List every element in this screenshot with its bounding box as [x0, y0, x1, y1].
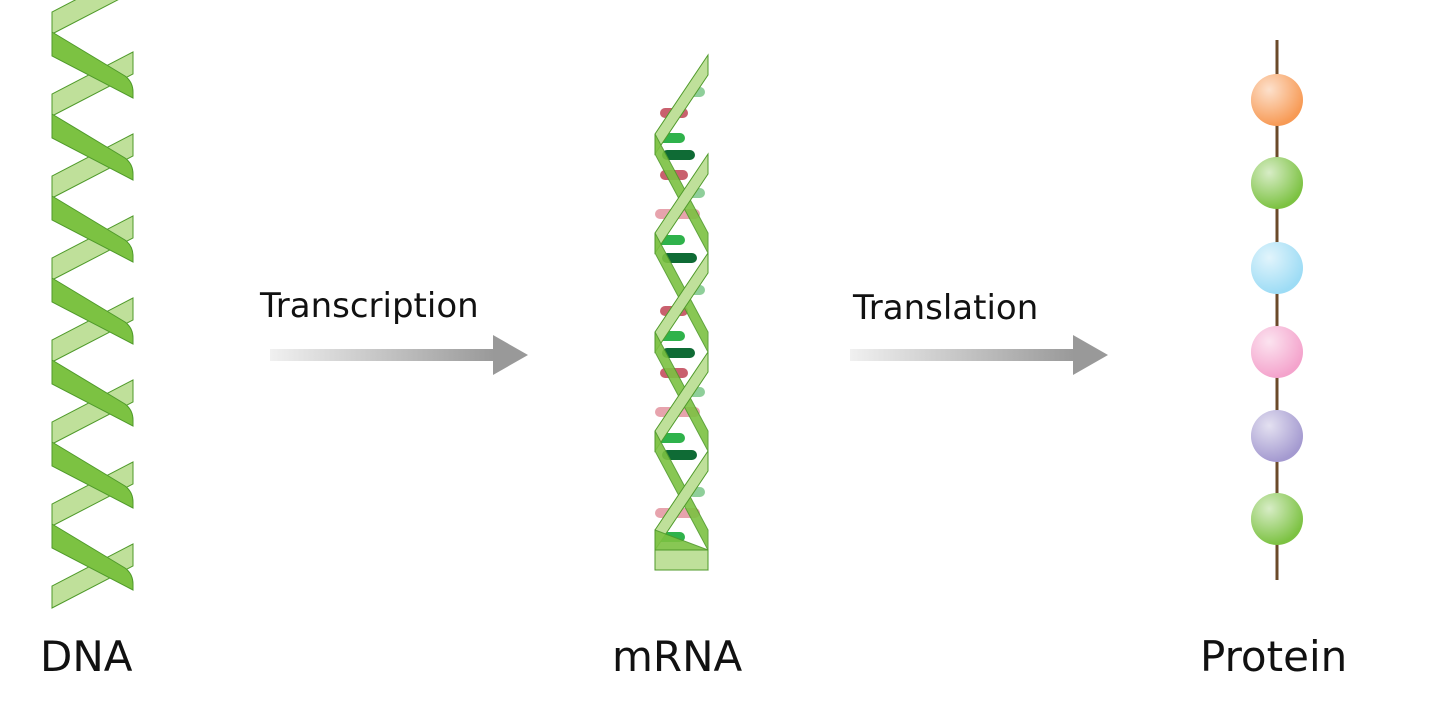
- mrna-base: [662, 253, 697, 263]
- dna-front-strand: [51, 31, 134, 99]
- bead-highlight: [1251, 157, 1303, 209]
- dna-back-strand: [51, 543, 134, 609]
- mrna-base: [662, 450, 697, 460]
- bead-highlight: [1251, 493, 1303, 545]
- bead-highlight: [1251, 410, 1303, 462]
- bead-highlight: [1251, 326, 1303, 378]
- bead-highlight: [1251, 242, 1303, 294]
- transcription-label: Transcription: [260, 286, 479, 326]
- dna-double-helix: [51, 0, 134, 609]
- amino-acid-beads: [1251, 74, 1303, 545]
- dna-front-strand: [51, 195, 134, 263]
- mrna-base: [662, 348, 695, 358]
- mrna-strand: [654, 53, 709, 571]
- dna-front-strand: [51, 277, 134, 345]
- protein-label: Protein: [1200, 632, 1348, 681]
- translation-label: Translation: [853, 288, 1039, 328]
- translation-arrow: [850, 335, 1108, 375]
- mrna-base: [662, 150, 695, 160]
- bead-highlight: [1251, 74, 1303, 126]
- dna-front-strand: [51, 113, 134, 181]
- dna-front-strand: [51, 523, 134, 591]
- dna-back-strand: [51, 0, 119, 35]
- transcription-arrow: [270, 335, 528, 375]
- mrna-label: mRNA: [612, 632, 743, 681]
- dna-front-strand: [51, 441, 134, 509]
- dna-label: DNA: [40, 632, 133, 681]
- dna-front-strand: [51, 359, 134, 427]
- mrna-ribbon-light: [654, 549, 709, 571]
